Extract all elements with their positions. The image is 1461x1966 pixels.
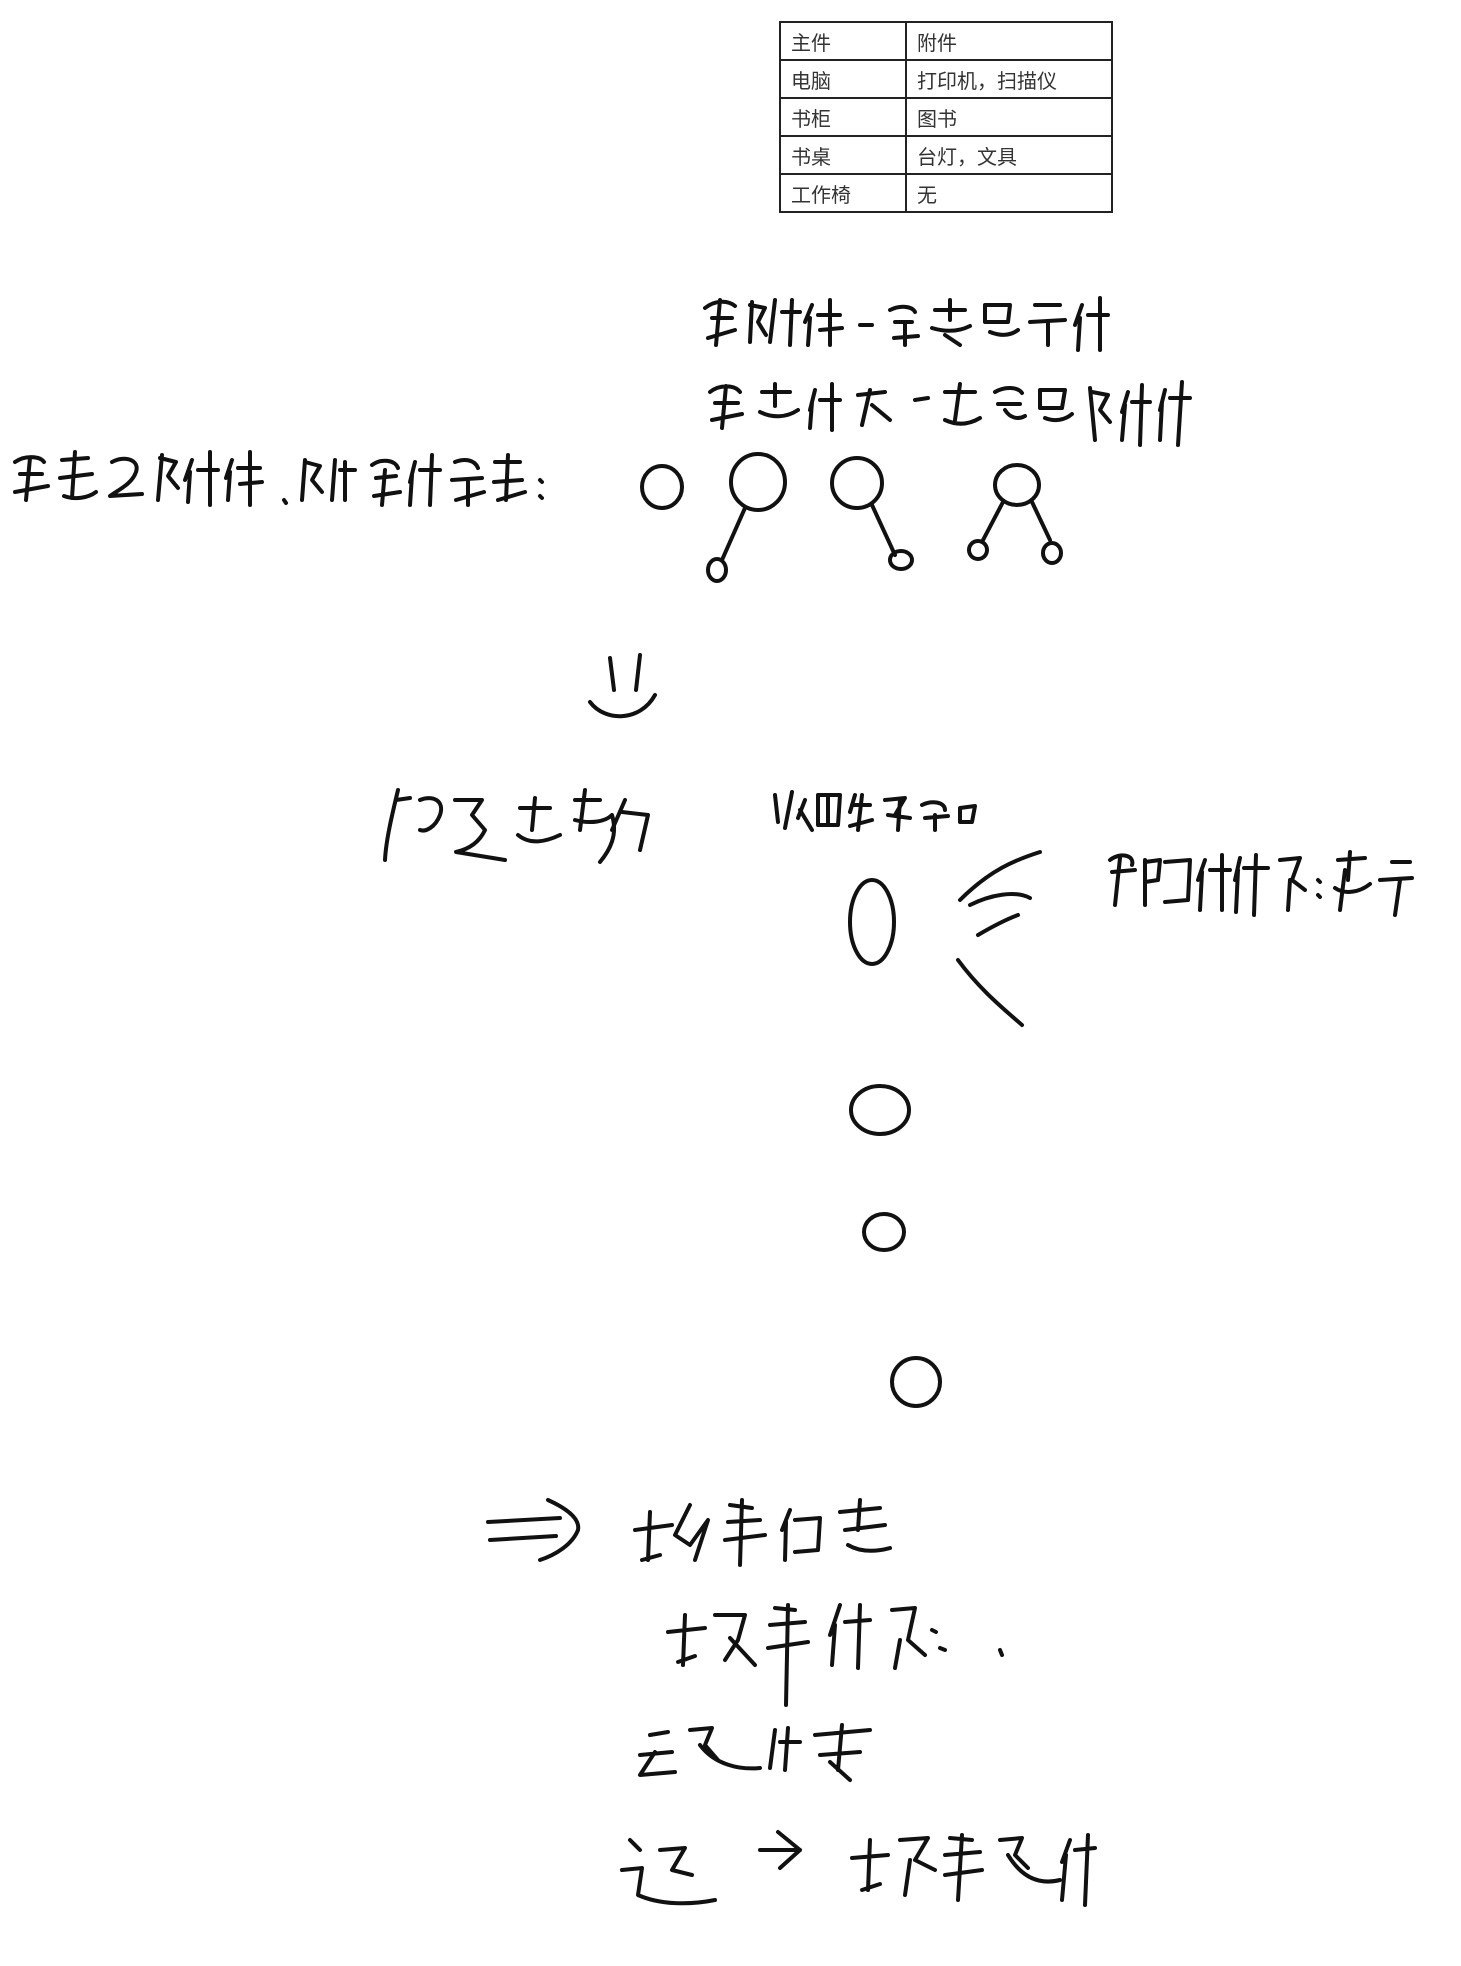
diagram-node-main-3	[993, 463, 1041, 507]
diagram-node-attachment	[967, 539, 989, 561]
table-row: 工作椅 无	[779, 173, 1113, 213]
table-cell-main: 主件	[779, 21, 907, 61]
items-table: 主件 附件 电脑 打印机，扫描仪 书柜 图书 书桌 台灯，文具 工作椅 无	[779, 21, 1113, 213]
handwritten-note-n-groups	[773, 790, 977, 832]
table-cell-attachment: 附件	[905, 21, 1113, 61]
table-cell-attachment: 打印机，扫描仪	[905, 59, 1113, 99]
table-row: 主件 附件	[779, 21, 1113, 61]
handwritten-note-knapsack-volume	[666, 1603, 1004, 1707]
handwritten-note-problem-becomes	[383, 788, 650, 864]
diagram-edge	[980, 500, 1005, 544]
handwritten-note-grouped-knapsack	[633, 1498, 892, 1567]
diagram-node-attachment	[706, 557, 728, 583]
group-circle	[849, 1084, 911, 1136]
table-row: 书柜 图书	[779, 97, 1113, 137]
table-cell-attachment: 无	[905, 173, 1113, 213]
dependency-diagrams	[640, 452, 1063, 583]
table-cell-attachment: 图书	[905, 97, 1113, 137]
diagram-node-standalone	[640, 464, 684, 510]
diagram-edge	[1030, 500, 1052, 542]
handwritten-note-one-per-group	[1108, 850, 1414, 917]
table-cell-attachment: 台灯，文具	[905, 135, 1113, 175]
table-cell-main: 电脑	[779, 59, 907, 99]
group-circle	[862, 1212, 906, 1252]
diagram-edge	[720, 506, 747, 562]
diagram-edge	[870, 503, 897, 557]
diagram-node-main-1	[729, 452, 787, 512]
diagram-node-main-2	[830, 456, 884, 510]
diagram-node-attachment	[888, 549, 914, 571]
diagram-node-attachment	[1041, 541, 1063, 565]
group-fan-lines	[956, 850, 1042, 1027]
table-cell-main: 书桌	[779, 135, 907, 175]
group-circles	[848, 878, 942, 1408]
table-row: 书桌 台灯，文具	[779, 135, 1113, 175]
group-circle	[848, 878, 896, 966]
table-cell-main: 工作椅	[779, 173, 907, 213]
handwritten-note-main-attachment	[13, 450, 544, 507]
table-cell-main: 书柜	[779, 97, 907, 137]
handwritten-note-review-arrow	[620, 1830, 1097, 1907]
handwritten-note-review	[638, 1723, 872, 1782]
table-row: 电脑 打印机，扫描仪	[779, 59, 1113, 99]
handwritten-note-dependency-rule	[703, 296, 1192, 447]
down-arrow-icon	[588, 653, 657, 719]
implies-arrow-icon	[486, 1498, 581, 1562]
group-circle	[890, 1356, 942, 1408]
